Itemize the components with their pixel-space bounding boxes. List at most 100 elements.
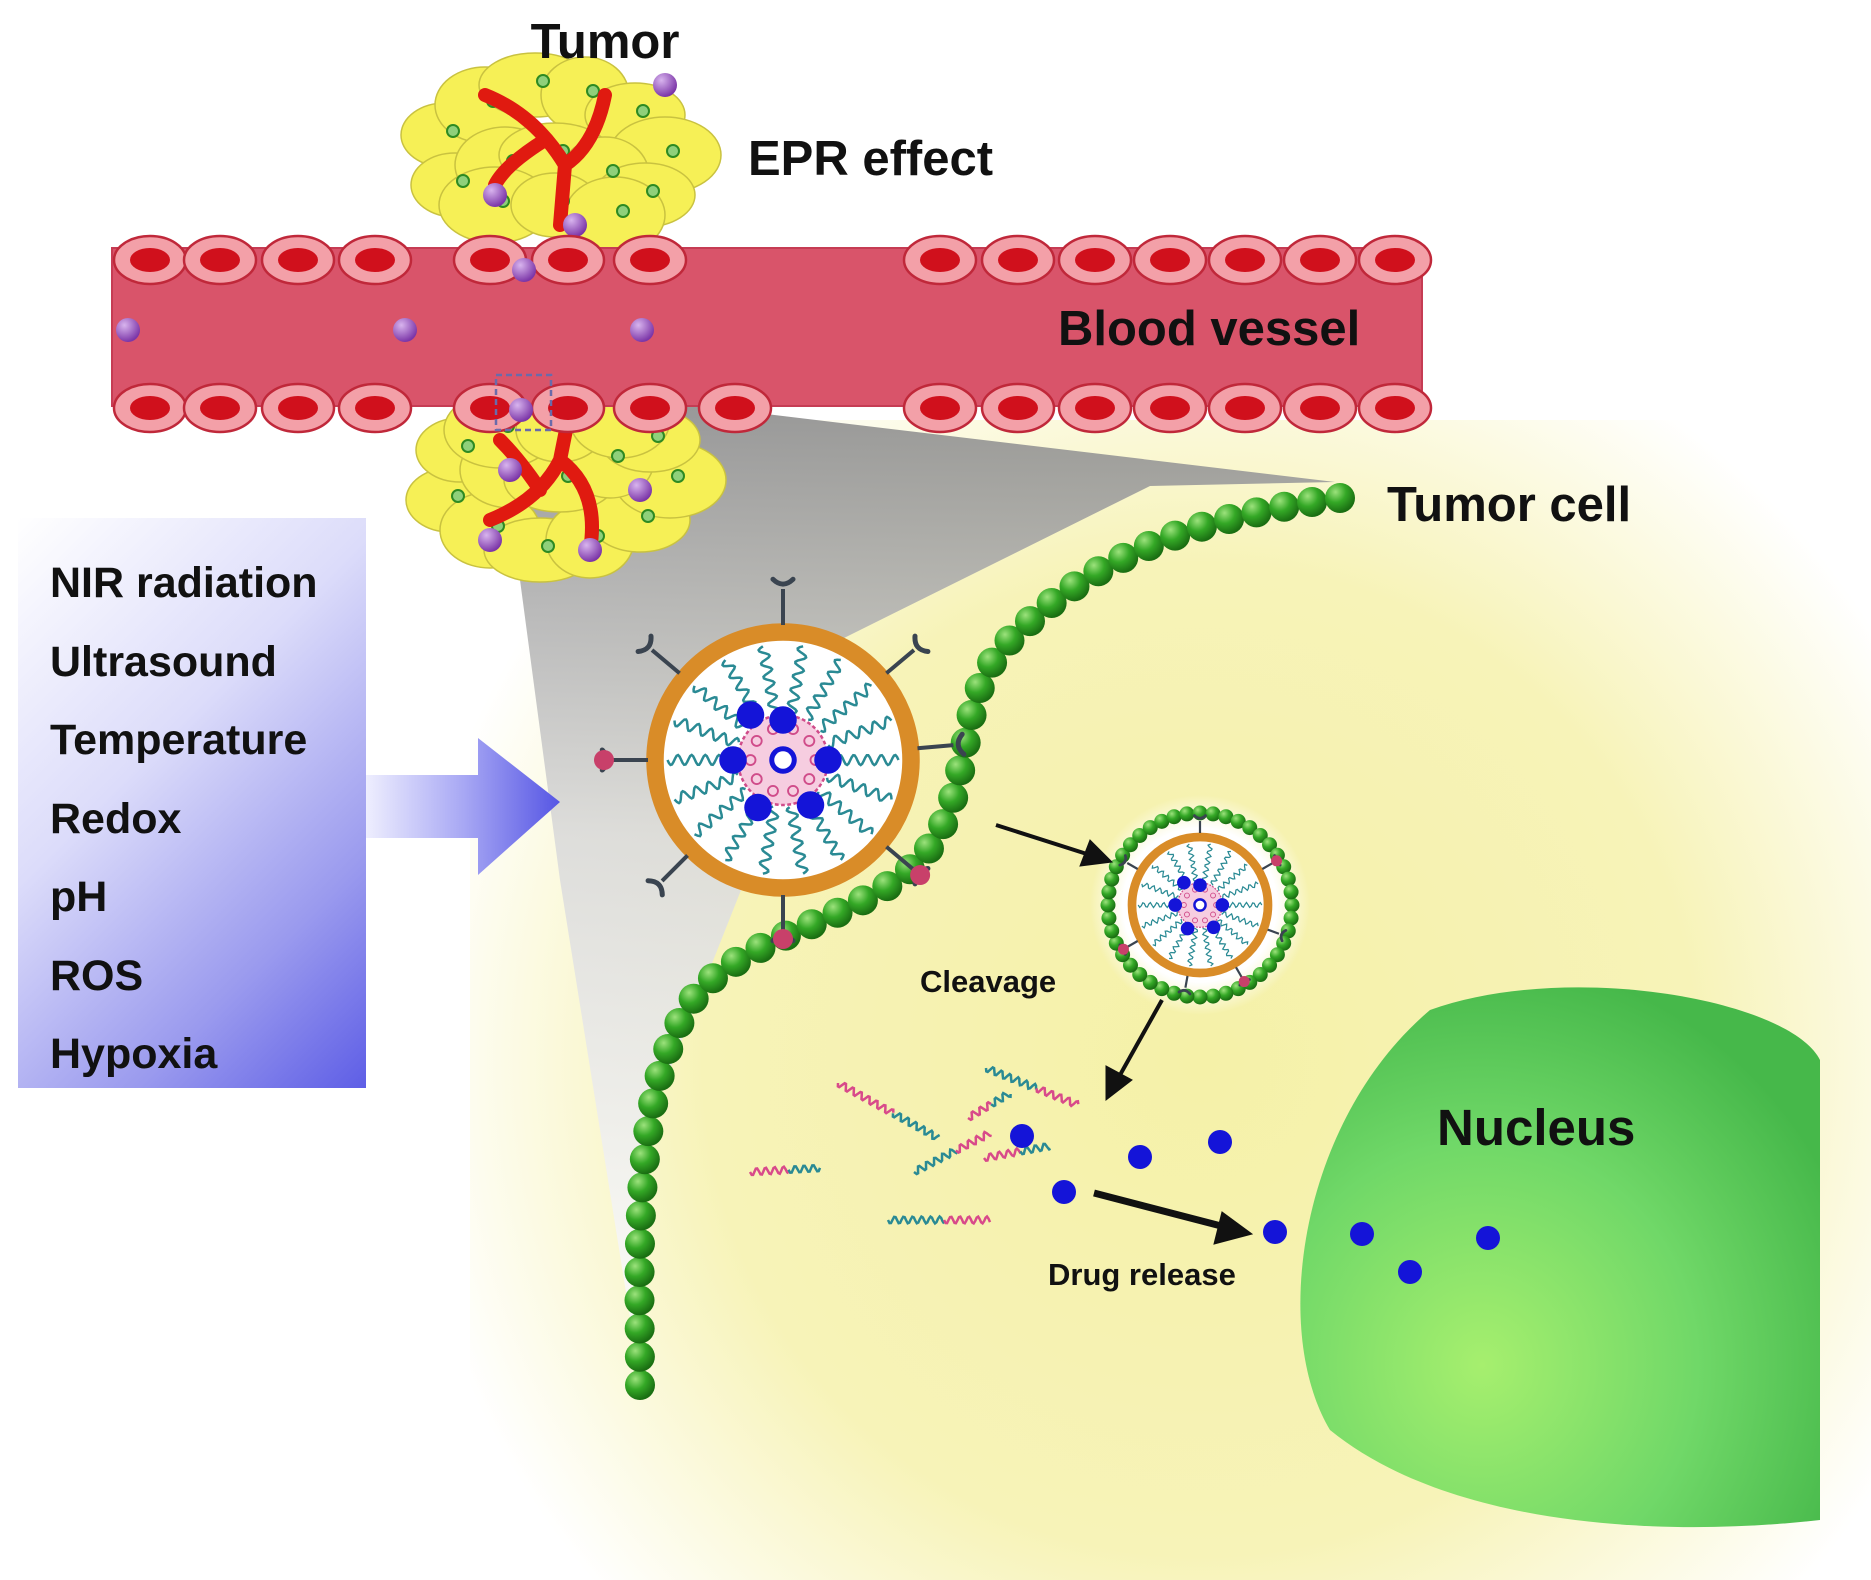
- membrane-bead: [1122, 837, 1138, 853]
- membrane-bead: [624, 1285, 655, 1316]
- membrane-bead: [638, 1088, 669, 1119]
- drug-molecule-icon: [1193, 878, 1207, 892]
- membrane-bead: [664, 1008, 695, 1039]
- membrane-bead: [1269, 491, 1300, 522]
- polymer-chain: [967, 1091, 1012, 1122]
- stimulus-item: Hypoxia: [50, 1030, 218, 1078]
- tumor-mass-icon: [400, 52, 722, 277]
- membrane-bead: [1014, 606, 1045, 637]
- membrane-bead: [1269, 947, 1285, 963]
- membrane-bead: [1252, 827, 1268, 843]
- membrane-bead: [1108, 859, 1124, 875]
- membrane-bead: [994, 625, 1025, 656]
- red-blood-cell-icon: [902, 234, 978, 286]
- red-blood-cell-icon: [112, 382, 188, 434]
- receptor-bound-icon: [1271, 855, 1283, 867]
- tumor-cell-label: Tumor cell: [1387, 478, 1631, 532]
- drug-molecule-icon: [1263, 1220, 1287, 1244]
- membrane-bead: [928, 809, 959, 840]
- antibody-ligand-icon: [955, 731, 967, 757]
- drug-molecule-icon: [736, 701, 765, 729]
- blood-vessel: [111, 247, 1423, 407]
- membrane-bead: [1122, 957, 1138, 973]
- polymer-chain: [984, 1065, 1080, 1108]
- nanoparticle-purple: [483, 183, 507, 207]
- membrane-bead: [629, 1144, 660, 1175]
- membrane-bead: [678, 983, 709, 1014]
- membrane-bead: [1160, 520, 1191, 551]
- membrane-bead: [847, 885, 878, 916]
- drug-molecule-icon: [1208, 1130, 1232, 1154]
- nanoparticle-purple: [116, 318, 140, 342]
- nanoparticle-purple: [630, 318, 654, 342]
- nucleus-label: Nucleus: [1437, 1099, 1635, 1156]
- membrane-bead: [1241, 497, 1272, 528]
- drug-molecule-icon: [719, 746, 747, 774]
- receptor-bound-icon: [1117, 943, 1129, 955]
- drug-release-label: Drug release: [1048, 1257, 1236, 1292]
- stimulus-item: pH: [50, 873, 108, 921]
- receptor-bound-icon: [773, 929, 793, 949]
- stimulus-item: Temperature: [50, 716, 308, 764]
- antibody-ligand-icon: [635, 633, 654, 655]
- membrane-bead: [745, 932, 776, 963]
- cleavage-label: Cleavage: [920, 964, 1056, 999]
- membrane-bead: [872, 871, 903, 902]
- nanoparticle-purple: [509, 398, 533, 422]
- blood-vessel-label: Blood vessel: [1058, 302, 1360, 356]
- membrane-bead: [1100, 897, 1116, 913]
- membrane-bead: [1059, 571, 1090, 602]
- red-blood-cell-icon: [530, 234, 606, 286]
- drug-molecule-icon: [814, 746, 842, 774]
- membrane-bead: [822, 897, 853, 928]
- stimulus-item: NIR radiation: [50, 559, 318, 607]
- membrane-bead: [1142, 974, 1158, 990]
- drug-molecule-icon: [1052, 1180, 1076, 1204]
- drug-molecule-icon: [1206, 920, 1221, 935]
- drug-molecule-icon: [1476, 1226, 1500, 1250]
- membrane-bead: [1262, 957, 1278, 973]
- membrane-bead: [1179, 988, 1195, 1004]
- membrane-bead: [1230, 813, 1246, 829]
- red-blood-cell-icon: [112, 234, 188, 286]
- membrane-bead: [1276, 935, 1292, 951]
- membrane-bead: [1179, 806, 1195, 822]
- polymer-chain: [836, 1081, 941, 1141]
- membrane-bead: [938, 782, 969, 813]
- red-blood-cell-icon: [612, 382, 688, 434]
- red-blood-cell-icon: [1132, 234, 1208, 286]
- membrane-bead: [1205, 988, 1221, 1004]
- red-blood-cell-icon: [452, 234, 528, 286]
- membrane-bead: [624, 1228, 655, 1259]
- membrane-bead: [697, 963, 728, 994]
- membrane-bead: [1166, 985, 1182, 1001]
- stimulus-arrow: [366, 738, 560, 875]
- nanoparticle-purple: [478, 528, 502, 552]
- membrane-bead: [1036, 587, 1067, 618]
- receptor-bound-icon: [594, 750, 614, 770]
- drug-molecule-icon: [1177, 875, 1191, 890]
- antibody-ligand-icon: [1177, 988, 1192, 996]
- epr-effect-label: EPR effect: [748, 132, 993, 186]
- drug-molecule-icon: [1398, 1260, 1422, 1284]
- micelle-icon: [1090, 795, 1310, 1015]
- red-blood-cell-icon: [1207, 382, 1283, 434]
- membrane-bead: [1104, 923, 1120, 939]
- magnification-cone: [510, 388, 1335, 1380]
- red-blood-cell-icon: [1132, 382, 1208, 434]
- antibody-ligand-icon: [1193, 814, 1207, 820]
- membrane-bead: [625, 1370, 655, 1400]
- membrane-bead: [1280, 871, 1296, 887]
- drug-molecule-icon: [1128, 1145, 1152, 1169]
- membrane-bead: [1297, 486, 1328, 517]
- antibody-ligand-icon: [912, 633, 931, 655]
- membrane-bead: [1101, 884, 1117, 900]
- membrane-bead: [1218, 985, 1234, 1001]
- red-blood-cell-icon: [260, 382, 336, 434]
- stimulus-item: ROS: [50, 951, 144, 1000]
- drug-molecule-icon: [796, 791, 825, 819]
- red-blood-cell-icon: [980, 382, 1056, 434]
- membrane-bead: [1214, 503, 1245, 534]
- membrane-bead: [625, 1200, 656, 1231]
